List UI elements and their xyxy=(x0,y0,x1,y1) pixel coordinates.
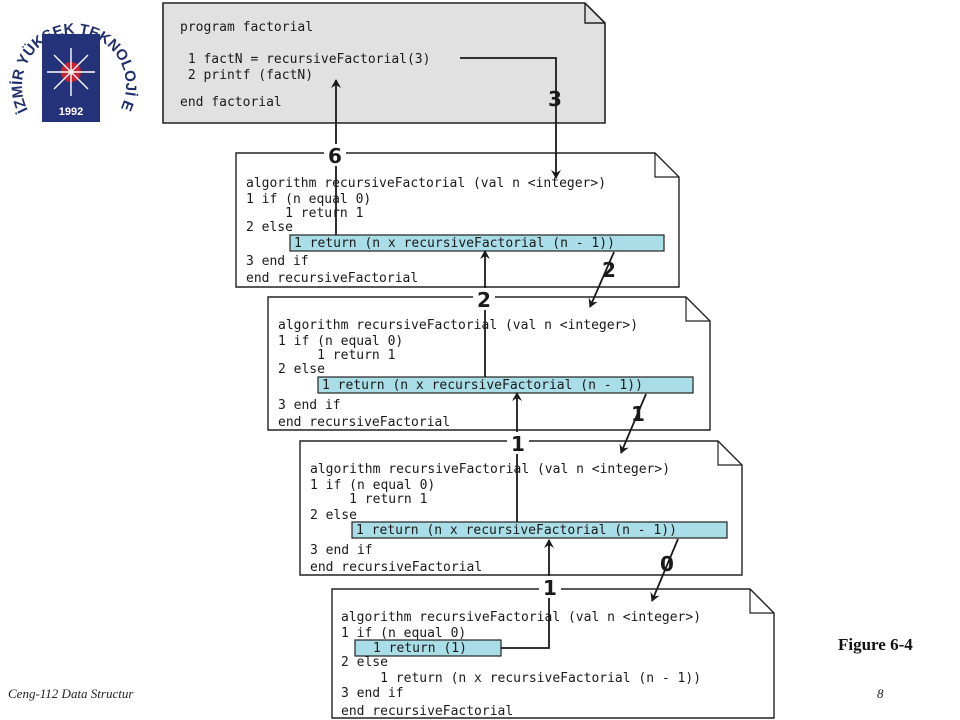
code-line: 2 else xyxy=(341,655,388,670)
code-line: 3 end if xyxy=(310,543,373,558)
recursion-frame: algorithm recursiveFactorial (val n <int… xyxy=(267,296,711,431)
code-line: end recursiveFactorial xyxy=(246,271,418,286)
code-line: 1 if (n equal 0) xyxy=(341,626,466,641)
star-icon xyxy=(47,48,95,96)
recursion-frame: algorithm recursiveFactorial (val n <int… xyxy=(331,588,775,719)
highlighted-line-box xyxy=(289,234,665,252)
recursion-frame: algorithm recursiveFactorial (val n <int… xyxy=(299,440,743,576)
code-line: 2 else xyxy=(278,362,325,377)
footer-course: Ceng-112 Data Structur xyxy=(8,686,134,701)
code-line: 1 if (n equal 0) xyxy=(278,334,403,349)
code-line: 3 end if xyxy=(341,686,404,701)
program-box: program factorial 1 factN = recursiveFac… xyxy=(162,2,606,124)
label-mask xyxy=(507,432,529,454)
code-line: 2 else xyxy=(310,508,357,523)
call-arrows xyxy=(460,57,679,602)
return-label: 2 xyxy=(477,288,491,312)
code-line: algorithm recursiveFactorial (val n <int… xyxy=(310,462,670,477)
program-line: 1 factN = recursiveFactorial(3) xyxy=(180,52,430,67)
code-line: 1 if (n equal 0) xyxy=(310,478,435,493)
figure-label: Figure 6-4 xyxy=(838,635,913,654)
call-arrow xyxy=(650,538,679,602)
program-line: program factorial xyxy=(180,20,313,35)
return-label: 1 xyxy=(511,432,525,456)
call-arrow xyxy=(588,251,615,308)
code-line: 1 if (n equal 0) xyxy=(246,192,371,207)
code-line: end recursiveFactorial xyxy=(341,704,513,719)
return-label: 6 xyxy=(328,144,342,168)
call-arrow xyxy=(619,393,647,454)
page-number: 8 xyxy=(877,686,884,701)
code-line: end recursiveFactorial xyxy=(278,415,450,430)
institute-logo: İZMİR YÜKSEK TEKNOLOJİ ENSTİTÜSÜ 1992 xyxy=(0,0,139,122)
label-mask xyxy=(473,288,495,310)
code-line: 2 else xyxy=(246,220,293,235)
highlighted-line-box xyxy=(351,521,728,539)
code-line: algorithm recursiveFactorial (val n <int… xyxy=(246,176,606,191)
arrow-labels: 3 2 1 0 6 2 1 1 xyxy=(324,87,674,600)
call-label: 1 xyxy=(631,402,645,426)
code-line: end recursiveFactorial xyxy=(310,560,482,575)
call-arrow xyxy=(460,57,561,179)
call-label: 2 xyxy=(602,258,616,282)
highlighted-line: 1 return (1) xyxy=(373,641,467,656)
call-label: 3 xyxy=(548,87,562,111)
label-mask xyxy=(539,576,561,598)
code-line: algorithm recursiveFactorial (val n <int… xyxy=(278,318,638,333)
highlighted-line: 1 return (n x recursiveFactorial (n - 1)… xyxy=(356,523,677,538)
logo-year: 1992 xyxy=(59,106,83,118)
call-label: 0 xyxy=(660,552,674,576)
code-line: 3 end if xyxy=(278,398,341,413)
code-line: 1 return 1 xyxy=(246,206,363,221)
program-line: end factorial xyxy=(180,95,282,110)
code-line: 1 return 1 xyxy=(278,348,395,363)
highlighted-line: 1 return (n x recursiveFactorial (n - 1)… xyxy=(294,236,615,251)
return-label: 1 xyxy=(543,576,557,600)
code-line: 3 end if xyxy=(246,254,309,269)
code-line: 1 return 1 xyxy=(310,492,427,507)
highlighted-line-box xyxy=(317,376,694,394)
code-line: algorithm recursiveFactorial (val n <int… xyxy=(341,610,701,625)
program-line: 2 printf (factN) xyxy=(180,68,313,83)
highlighted-line: 1 return (n x recursiveFactorial (n - 1)… xyxy=(322,378,643,393)
label-mask xyxy=(324,144,346,166)
code-line: 1 return (n x recursiveFactorial (n - 1)… xyxy=(341,671,701,686)
